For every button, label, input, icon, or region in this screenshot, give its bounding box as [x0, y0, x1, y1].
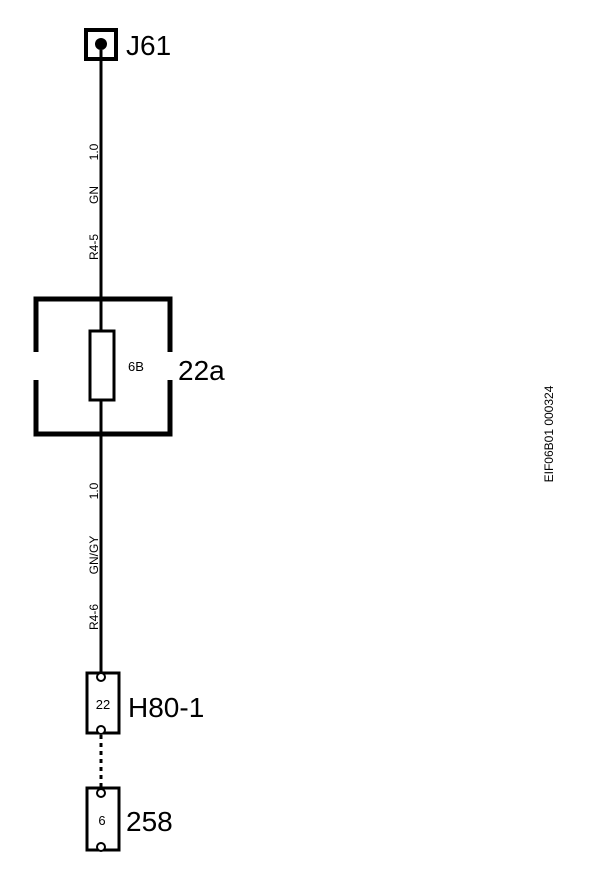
connector-h80-1-pin-number: 22 [96, 697, 110, 712]
connector-258-pin-top [96, 788, 106, 798]
fuse-6b-label: 6B [128, 359, 144, 374]
wire-upper-labels: 1.0 GN R4-5 [87, 143, 101, 260]
connector-j61: J61 [84, 28, 171, 61]
wire-upper-id: R4-5 [87, 234, 101, 260]
connector-258-label: 258 [126, 806, 173, 837]
wire-lower-labels: 1.0 GN/GY R4-6 [87, 482, 101, 630]
wire-upper-size: 1.0 [87, 143, 101, 160]
connector-h80-1-label: H80-1 [128, 692, 204, 723]
fuse-box-22a: 6B 22a [33, 296, 225, 437]
wire-upper-color: GN [87, 186, 101, 204]
connector-258-pin-bottom [96, 842, 106, 852]
fuse-box-bottom [33, 380, 173, 437]
wire-lower-id: R4-6 [87, 604, 101, 630]
wire-lower-color: GN/GY [87, 536, 101, 575]
fuse-box-label: 22a [178, 355, 225, 386]
connector-258: 6 258 [85, 786, 173, 852]
fuse-box-top [33, 296, 173, 352]
connector-h80-1-pin-bottom [96, 725, 106, 735]
connector-h80-1-pin-top [96, 672, 106, 682]
fuse-6b [88, 329, 116, 402]
connector-258-pin-number: 6 [98, 813, 105, 828]
connector-j61-terminal [95, 38, 107, 50]
connector-h80-1: 22 H80-1 [85, 671, 204, 735]
figure-id: EIF06B01 000324 [542, 385, 556, 482]
connector-j61-label: J61 [126, 30, 171, 61]
wire-lower-size: 1.0 [87, 482, 101, 499]
